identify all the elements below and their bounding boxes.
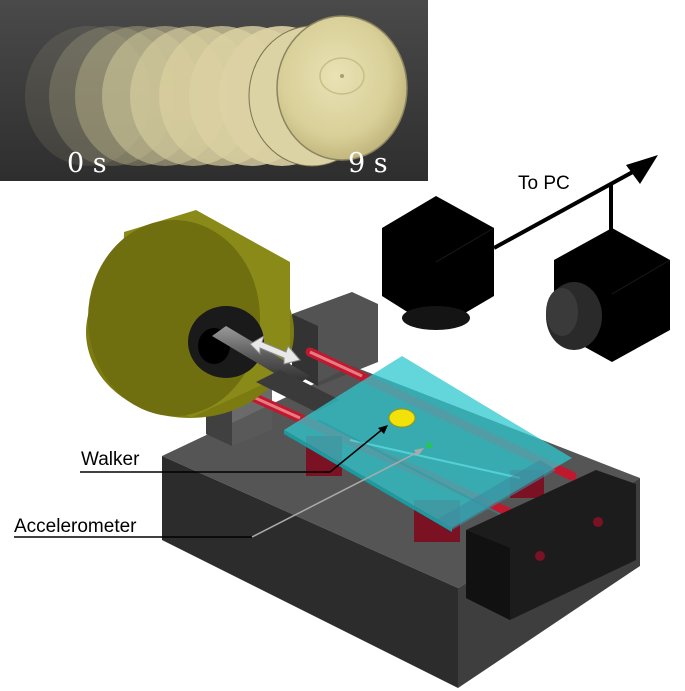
coin-sequence bbox=[25, 15, 408, 167]
photo-time-end: 9 s bbox=[348, 148, 388, 179]
time-lapse-photo: 0 s 9 s bbox=[0, 0, 428, 181]
to-pc-arrow bbox=[493, 155, 658, 250]
arrow-icon bbox=[626, 155, 658, 184]
camera-icon bbox=[382, 196, 494, 330]
camera-left bbox=[382, 196, 495, 330]
photo-time-start: 0 s bbox=[67, 148, 107, 179]
motion-arrow-icon bbox=[249, 334, 301, 365]
front-right-support bbox=[466, 470, 636, 620]
camera-right bbox=[546, 228, 671, 362]
accelerometer-callout bbox=[14, 448, 424, 538]
walker-disk bbox=[388, 408, 416, 428]
to-pc-label: To PC bbox=[518, 173, 570, 194]
vibrating-plate bbox=[284, 356, 572, 532]
walker-label: Walker bbox=[81, 449, 140, 470]
drive-shaft bbox=[212, 326, 340, 412]
accelerometer-sensor bbox=[426, 443, 432, 448]
walker-callout bbox=[80, 425, 388, 473]
motor bbox=[86, 210, 294, 418]
accelerometer-label: Accelerometer bbox=[14, 516, 137, 537]
rear-support bbox=[292, 292, 378, 386]
